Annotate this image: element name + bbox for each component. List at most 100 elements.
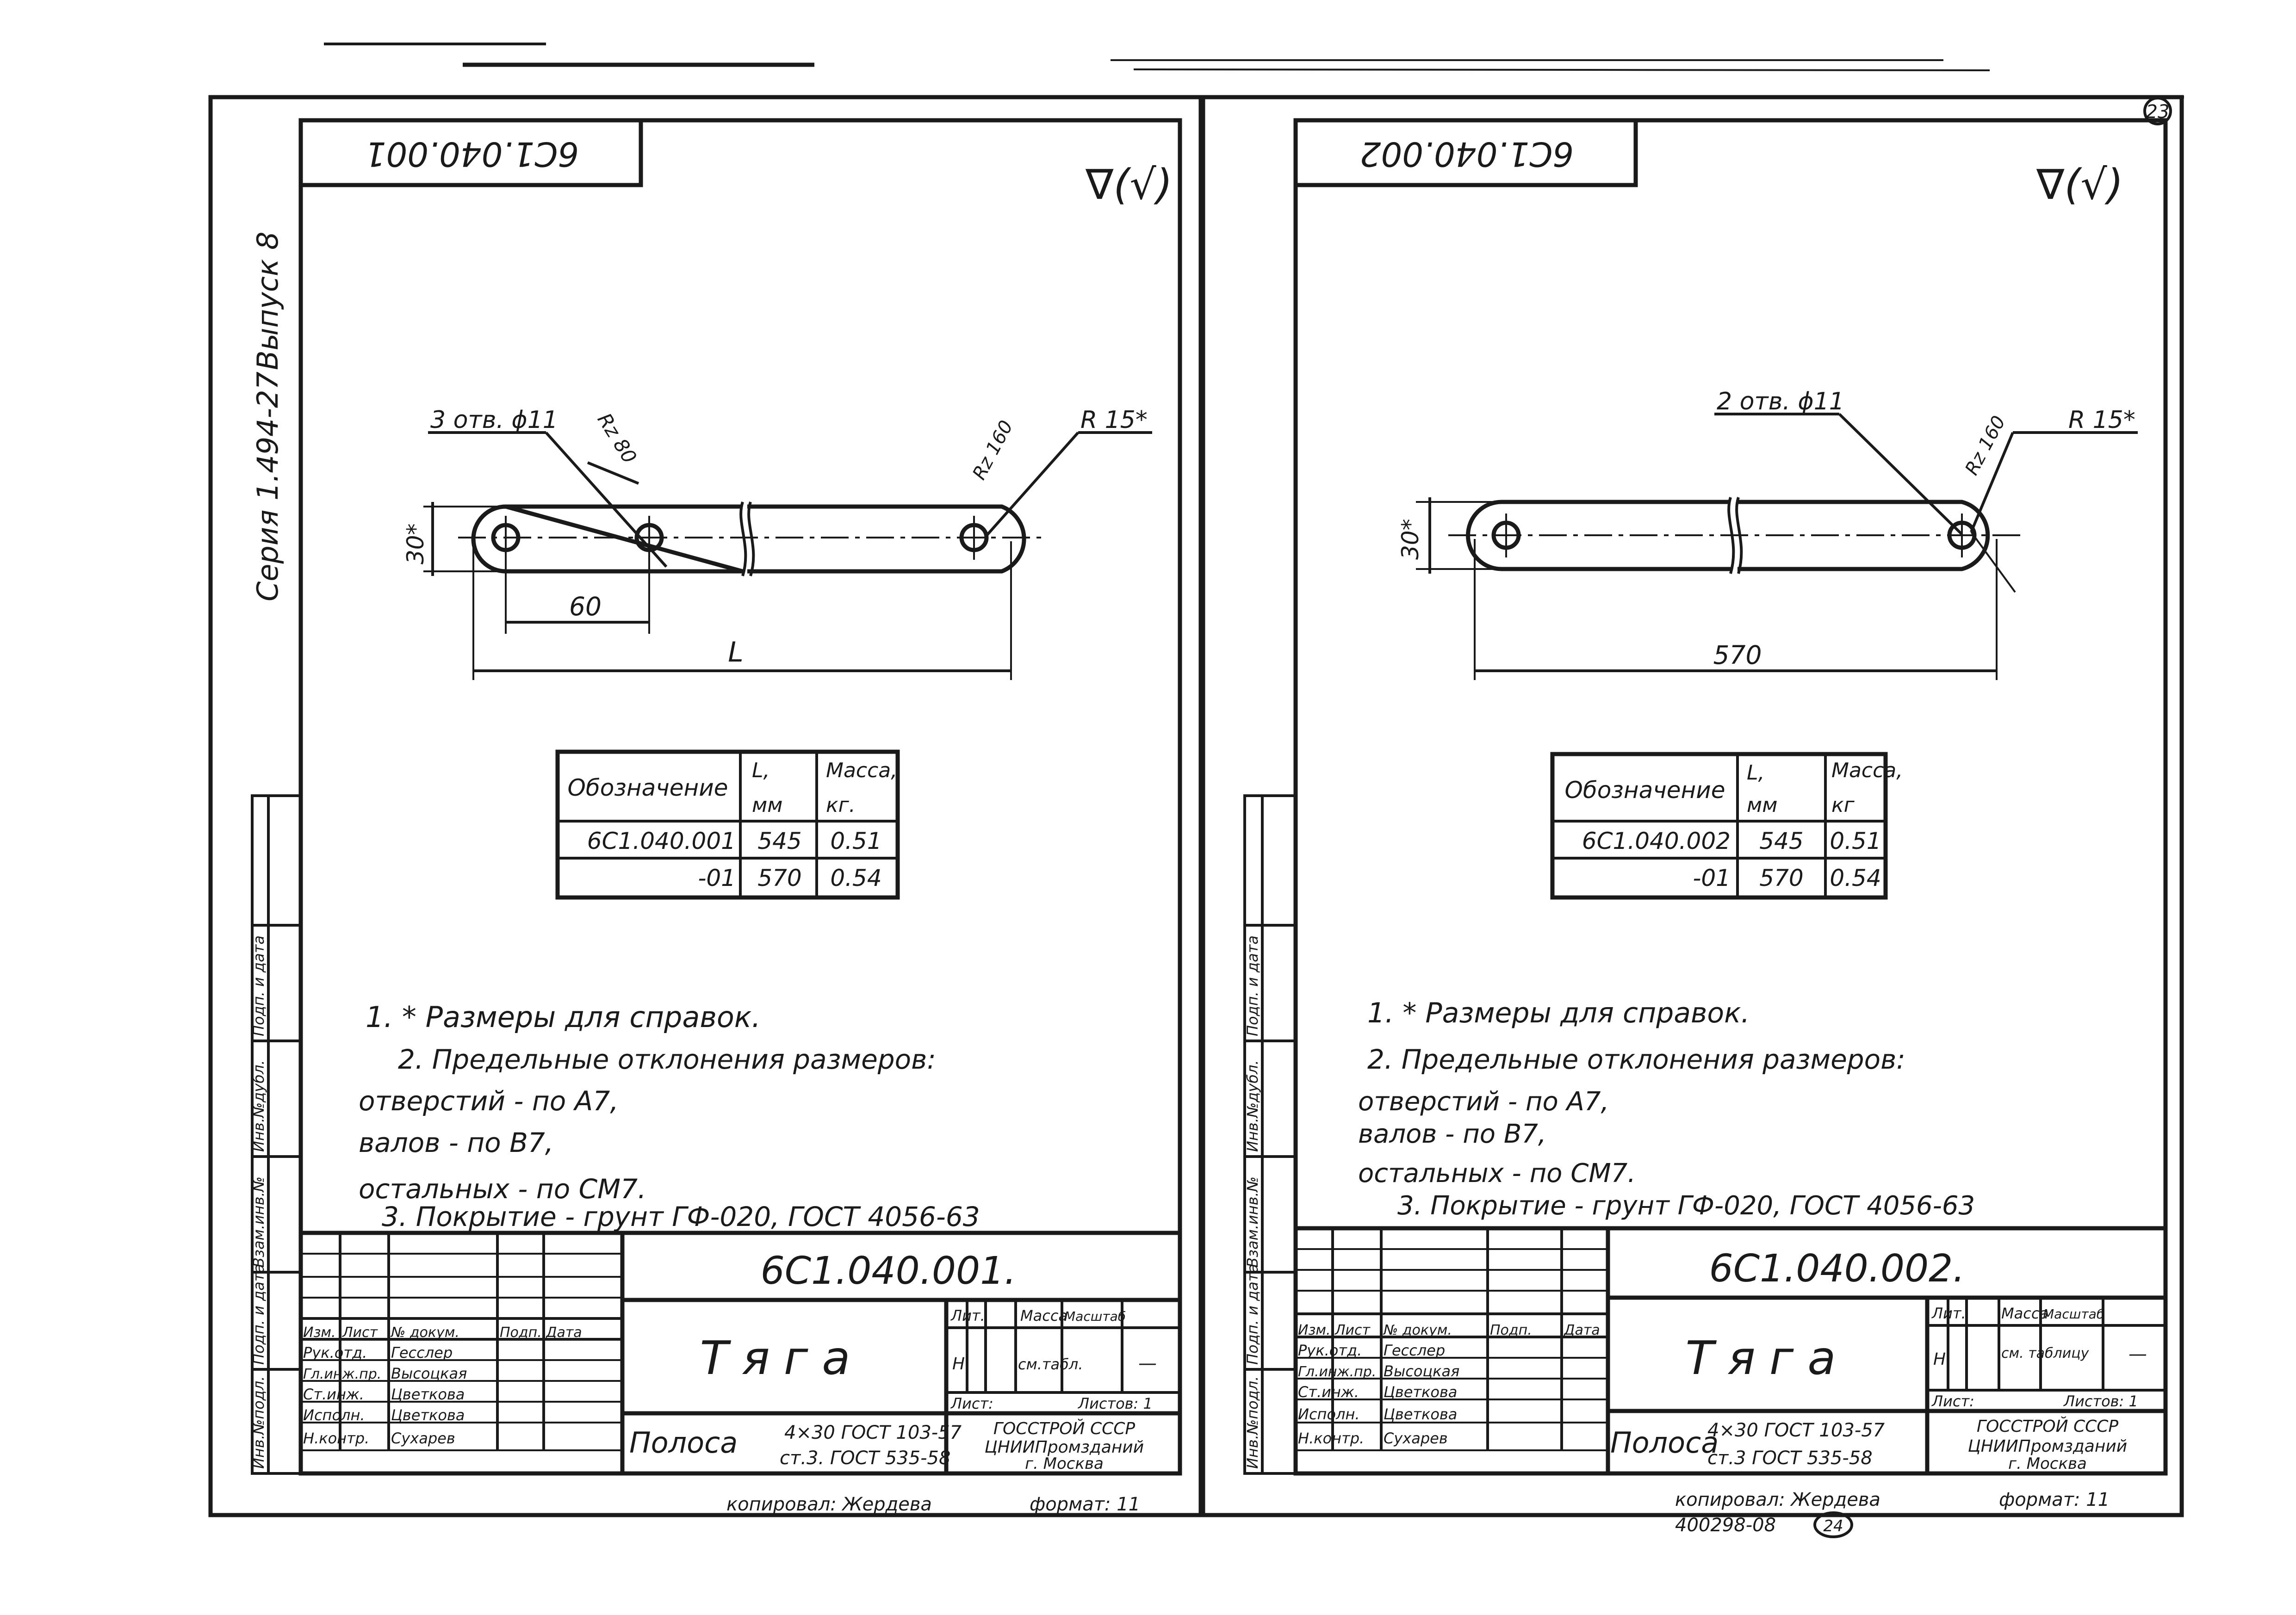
title-block-right: Изм. Лист № докум. Подп. Дата Рук.отд. Г… xyxy=(1296,1226,2166,1473)
tb-right-name4: Сухарев xyxy=(1384,1429,1448,1447)
table-right-r1c2: 0.54 xyxy=(1830,865,1881,891)
radius-left: R 15* xyxy=(1080,406,1148,434)
width-dim-right: 30* xyxy=(1397,519,1424,560)
tb-right-scale-h: Масштаб xyxy=(2043,1306,2104,1322)
rz-end-left: Rz 160 xyxy=(968,417,1017,483)
tb-left-mat-bottom: ст.3. ГОСТ 535-58 xyxy=(780,1448,950,1469)
archive-page-circle xyxy=(1813,1511,1853,1538)
tb-right-role2: Ст.инж. xyxy=(1298,1383,1359,1401)
stamp-replace-r: Взам.инв.№ xyxy=(1244,1176,1261,1268)
tb-left-col0: Изм. xyxy=(303,1324,336,1341)
tb-right-col1: Лист xyxy=(1334,1322,1371,1338)
stamp-sign-1-r: Подп. и дата xyxy=(1244,1264,1261,1365)
tb-right-name3: Цветкова xyxy=(1384,1405,1457,1423)
table-left-h1b: мм xyxy=(752,793,782,817)
tb-right-col3: Подп. xyxy=(1490,1322,1532,1338)
pitch-dim-left: 60 xyxy=(569,592,602,621)
title-block-left: Изм. Лист № докум. Подп. Дата Рук.отд. Г… xyxy=(301,1231,1180,1473)
tb-right-role3: Исполн. xyxy=(1298,1405,1360,1423)
tb-left-scale-v: — xyxy=(1138,1353,1157,1374)
tb-left-scale-h: Масштаб xyxy=(1064,1309,1126,1324)
tb-right-designation: 6С1.040.002. xyxy=(1709,1247,1965,1291)
length-dim-right: 570 xyxy=(1713,640,1762,670)
scan-artifacts xyxy=(296,43,2184,99)
table-left-r1c2: 0.54 xyxy=(830,865,881,891)
tb-right-mat-top: 4×30 ГОСТ 103-57 xyxy=(1707,1420,1885,1441)
tb-left-org1: ГОССТРОЙ СССР xyxy=(993,1419,1135,1438)
hole-note-left: 3 отв. ϕ11 xyxy=(430,406,558,434)
tb-left-col4: Дата xyxy=(545,1324,582,1341)
note-right-3: отверстий - по А7, xyxy=(1358,1087,1609,1117)
tb-left-name2: Цветкова xyxy=(391,1386,465,1403)
tb-left-mass-h: Масса xyxy=(1020,1307,1067,1324)
notes-right: 1. * Размеры для справок. 2. Предельные … xyxy=(1358,997,1975,1221)
tb-right-role1: Гл.инж.пр. xyxy=(1298,1364,1376,1380)
table-left-r1c0: -01 xyxy=(698,865,736,891)
rotated-code-left: 6С1.040.001 xyxy=(365,135,579,173)
notes-left: 1. * Размеры для справок. 2. Предельные … xyxy=(359,1000,980,1232)
table-left-h2b: кг. xyxy=(826,793,856,817)
note-left-2: 2. Предельные отклонения размеров: xyxy=(398,1044,936,1075)
tb-left-name: Тяга xyxy=(700,1331,864,1385)
tb-left-col3: Подп. xyxy=(500,1324,542,1341)
drawing-left: 6С1.040.001 ∇(√) 3 отв. ϕ11 Rz 80 R 15* … xyxy=(298,118,1180,1515)
note-left-5: остальных - по СМ7. xyxy=(359,1173,646,1205)
roughness-mark-left: ∇(√) xyxy=(1085,161,1173,209)
table-right-r0c1: 545 xyxy=(1759,828,1803,854)
table-left-r0c1: 545 xyxy=(757,828,801,854)
table-left-h0: Обозначение xyxy=(568,774,728,801)
archive-number: 400298-08 xyxy=(1675,1515,1776,1536)
tb-right-org1: ГОССТРОЙ СССР xyxy=(1977,1417,2118,1436)
outer-frame xyxy=(208,95,2184,1517)
stamp-sign-1: Подп. и дата xyxy=(250,1264,267,1365)
tb-left-mass-v: см.табл. xyxy=(1018,1355,1083,1373)
table-left-h2: Масса, xyxy=(826,759,897,782)
note-right-1: 1. * Размеры для справок. xyxy=(1367,997,1750,1029)
tb-left-role4: Н.контр. xyxy=(303,1429,369,1447)
format-left: формат: 11 xyxy=(1030,1494,1140,1515)
tb-right-mass-h: Масса xyxy=(2001,1305,2048,1322)
length-dim-left: L xyxy=(728,636,743,668)
tb-right-name2: Цветкова xyxy=(1384,1383,1457,1401)
width-dim-left: 30* xyxy=(402,523,429,564)
issue-label: Выпуск 8 xyxy=(251,232,285,370)
margin-stamp-right: Инв.№подл. Подп. и дата Взам.инв.№ Инв.№… xyxy=(1243,794,1297,1475)
tb-left-role1: Гл.инж.пр. xyxy=(303,1366,381,1382)
table-right-h2b: кг xyxy=(1831,793,1855,817)
tb-left-designation: 6С1.040.001. xyxy=(761,1249,1017,1293)
tb-left-lit-v: Н xyxy=(952,1355,965,1374)
table-right-r0c2: 0.51 xyxy=(1830,828,1881,854)
tb-left-org2: ЦНИИПромзданий xyxy=(985,1438,1144,1457)
table-right-r1c0: -01 xyxy=(1693,865,1731,891)
table-left-h1: L, xyxy=(752,759,770,782)
tb-right-mass-v: см. таблицу xyxy=(2001,1345,2090,1361)
tb-left-role2: Ст.инж. xyxy=(303,1386,364,1403)
tb-left-role0: Рук.отд. xyxy=(303,1344,367,1361)
tb-right-name1: Высоцкая xyxy=(1384,1362,1459,1380)
stamp-sign-2: Подп. и дата xyxy=(250,935,267,1036)
note-left-4: валов - по В7, xyxy=(359,1127,553,1158)
tb-right-sheet: Лист: xyxy=(1931,1392,1974,1410)
tb-left-sheets: Листов: 1 xyxy=(1078,1395,1153,1412)
table-right-h2: Масса, xyxy=(1831,759,1903,782)
drawing-right: 6С1.040.002 ∇(√) 2 отв. ϕ11 R 15* Rz 160… xyxy=(1293,118,2166,1538)
note-right-2: 2. Предельные отклонения размеров: xyxy=(1367,1044,1905,1075)
table-right-r1c1: 570 xyxy=(1759,865,1803,891)
tb-right-org3: г. Москва xyxy=(2008,1454,2087,1473)
stamp-inv-r: Инв.№подл. xyxy=(1244,1376,1261,1469)
tb-right-material: Полоса xyxy=(1610,1426,1719,1460)
tb-right-mat-bottom: ст.3 ГОСТ 535-58 xyxy=(1707,1448,1873,1469)
tb-right-col4: Дата xyxy=(1563,1322,1600,1338)
tb-right-scale-v: — xyxy=(2128,1343,2147,1365)
radius-right: R 15* xyxy=(2068,406,2135,434)
tb-right-org2: ЦНИИПромзданий xyxy=(1968,1437,2127,1456)
roughness-mark-right: ∇(√) xyxy=(2036,161,2123,209)
note-left-3: отверстий - по А7, xyxy=(359,1085,619,1117)
table-left-r0c2: 0.51 xyxy=(830,828,881,854)
stamp-replace: Взам.инв.№ xyxy=(250,1176,267,1268)
table-right-r0c0: 6С1.040.002 xyxy=(1582,828,1731,854)
copy-note-right: копировал: Жердева xyxy=(1675,1489,1880,1510)
tb-left-mat-top: 4×30 ГОСТ 103-57 xyxy=(784,1422,962,1443)
note-left-1: 1. * Размеры для справок. xyxy=(366,1000,761,1034)
